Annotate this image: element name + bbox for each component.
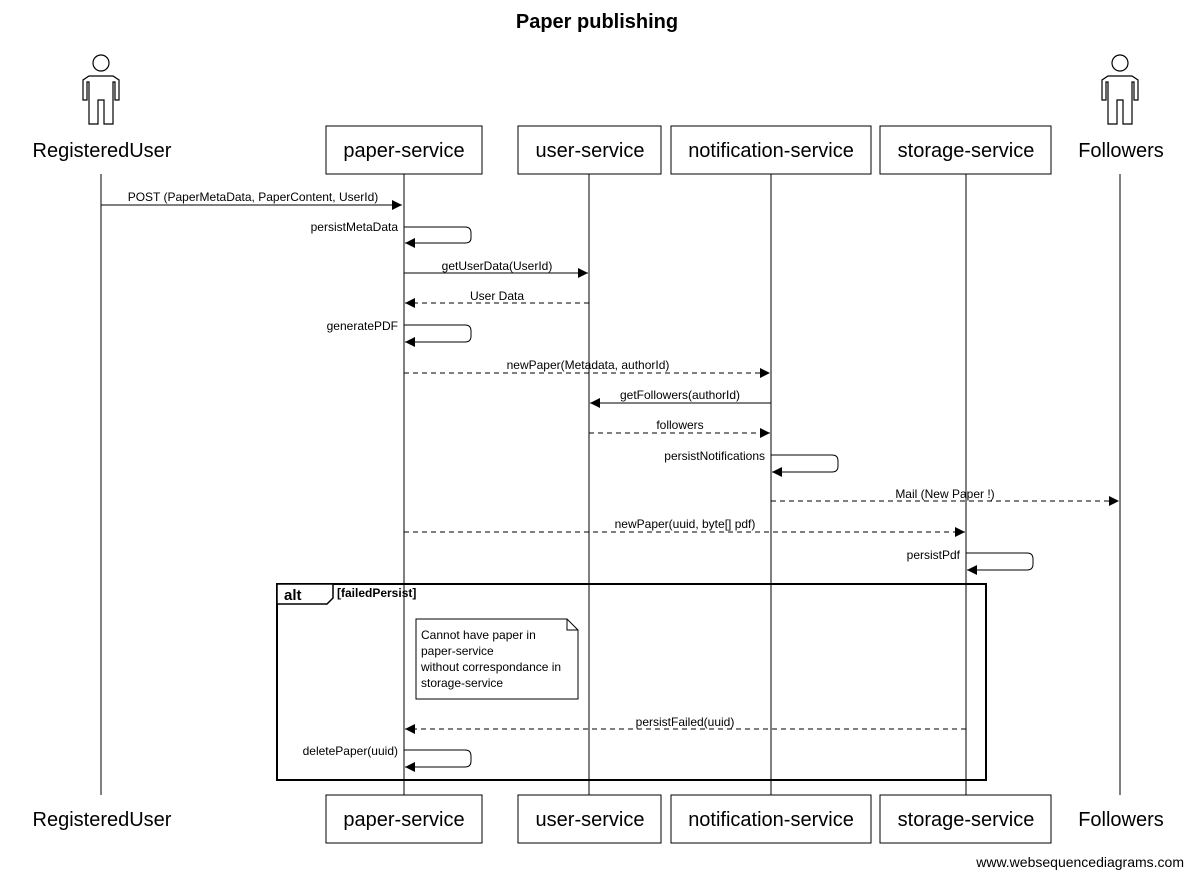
participant-user-service-bottom: user-service — [536, 809, 645, 831]
message-label-mail: Mail (New Paper !) — [895, 487, 994, 501]
person-icon — [1101, 54, 1139, 125]
message-label-persist-failed: persistFailed(uuid) — [636, 715, 735, 729]
actor-registered-user-top — [82, 54, 120, 125]
note-fold — [566, 619, 578, 631]
message-label-persist-pdf: persistPdf — [907, 548, 961, 562]
participant-registered-user-top: RegisteredUser — [33, 140, 172, 162]
participant-storage-service-top: storage-service — [898, 140, 1035, 162]
note-line: paper-service — [421, 644, 494, 658]
message-label-generate-pdf: generatePDF — [327, 319, 398, 333]
note-line: without correspondance in — [420, 660, 561, 674]
participant-box-paper-service-bottom — [325, 794, 483, 844]
message-arrow-generate-pdf — [404, 324, 472, 347]
person-icon — [82, 54, 120, 125]
watermark-link[interactable]: www.websequencediagrams.com — [975, 854, 1184, 870]
message-label-followers: followers — [656, 418, 703, 432]
alt-fragment-tab — [276, 583, 334, 605]
diagram-title: Paper publishing — [516, 11, 678, 33]
participant-box-notification-service-top — [670, 125, 872, 175]
note-box — [415, 618, 579, 700]
alt-keyword: alt — [284, 587, 302, 604]
message-label-new-paper-metadata: newPaper(Metadata, authorId) — [507, 358, 670, 372]
message-arrow-persist-pdf — [966, 552, 1034, 575]
participant-registered-user-bottom: RegisteredUser — [33, 809, 172, 831]
participant-user-service-top: user-service — [536, 140, 645, 162]
message-arrow-persist-metadata — [404, 226, 472, 248]
alt-guard: [failedPersist] — [337, 586, 416, 600]
participant-paper-service-top: paper-service — [343, 140, 464, 162]
participant-box-paper-service-top — [325, 125, 483, 175]
participant-box-storage-service-top — [879, 125, 1052, 175]
participant-followers-top: Followers — [1078, 140, 1164, 162]
message-label-get-user-data: getUserData(UserId) — [442, 259, 553, 273]
message-arrow-persist-notifications — [771, 454, 839, 477]
message-label-new-paper-pdf: newPaper(uuid, byte[] pdf) — [615, 517, 756, 531]
alt-fragment-frame — [276, 583, 987, 781]
participant-box-notification-service-bottom — [670, 794, 872, 844]
participant-box-user-service-bottom — [517, 794, 662, 844]
participant-followers-bottom: Followers — [1078, 809, 1164, 831]
participant-paper-service-bottom: paper-service — [343, 809, 464, 831]
note-line: storage-service — [421, 676, 503, 690]
message-arrow-delete-paper — [404, 749, 472, 772]
message-label-user-data: User Data — [470, 289, 524, 303]
participant-box-storage-service-bottom — [879, 794, 1052, 844]
actor-followers-top — [1101, 54, 1139, 125]
message-label-persist-metadata: persistMetaData — [311, 220, 399, 234]
message-label-get-followers: getFollowers(authorId) — [620, 388, 740, 402]
participant-notification-service-top: notification-service — [688, 140, 854, 162]
message-label-post: POST (PaperMetaData, PaperContent, UserI… — [128, 190, 379, 204]
note-line: Cannot have paper in — [421, 628, 536, 642]
participant-storage-service-bottom: storage-service — [898, 809, 1035, 831]
message-label-persist-notifications: persistNotifications — [664, 449, 765, 463]
participant-box-user-service-top — [517, 125, 662, 175]
message-label-delete-paper: deletePaper(uuid) — [303, 744, 398, 758]
participant-notification-service-bottom: notification-service — [688, 809, 854, 831]
